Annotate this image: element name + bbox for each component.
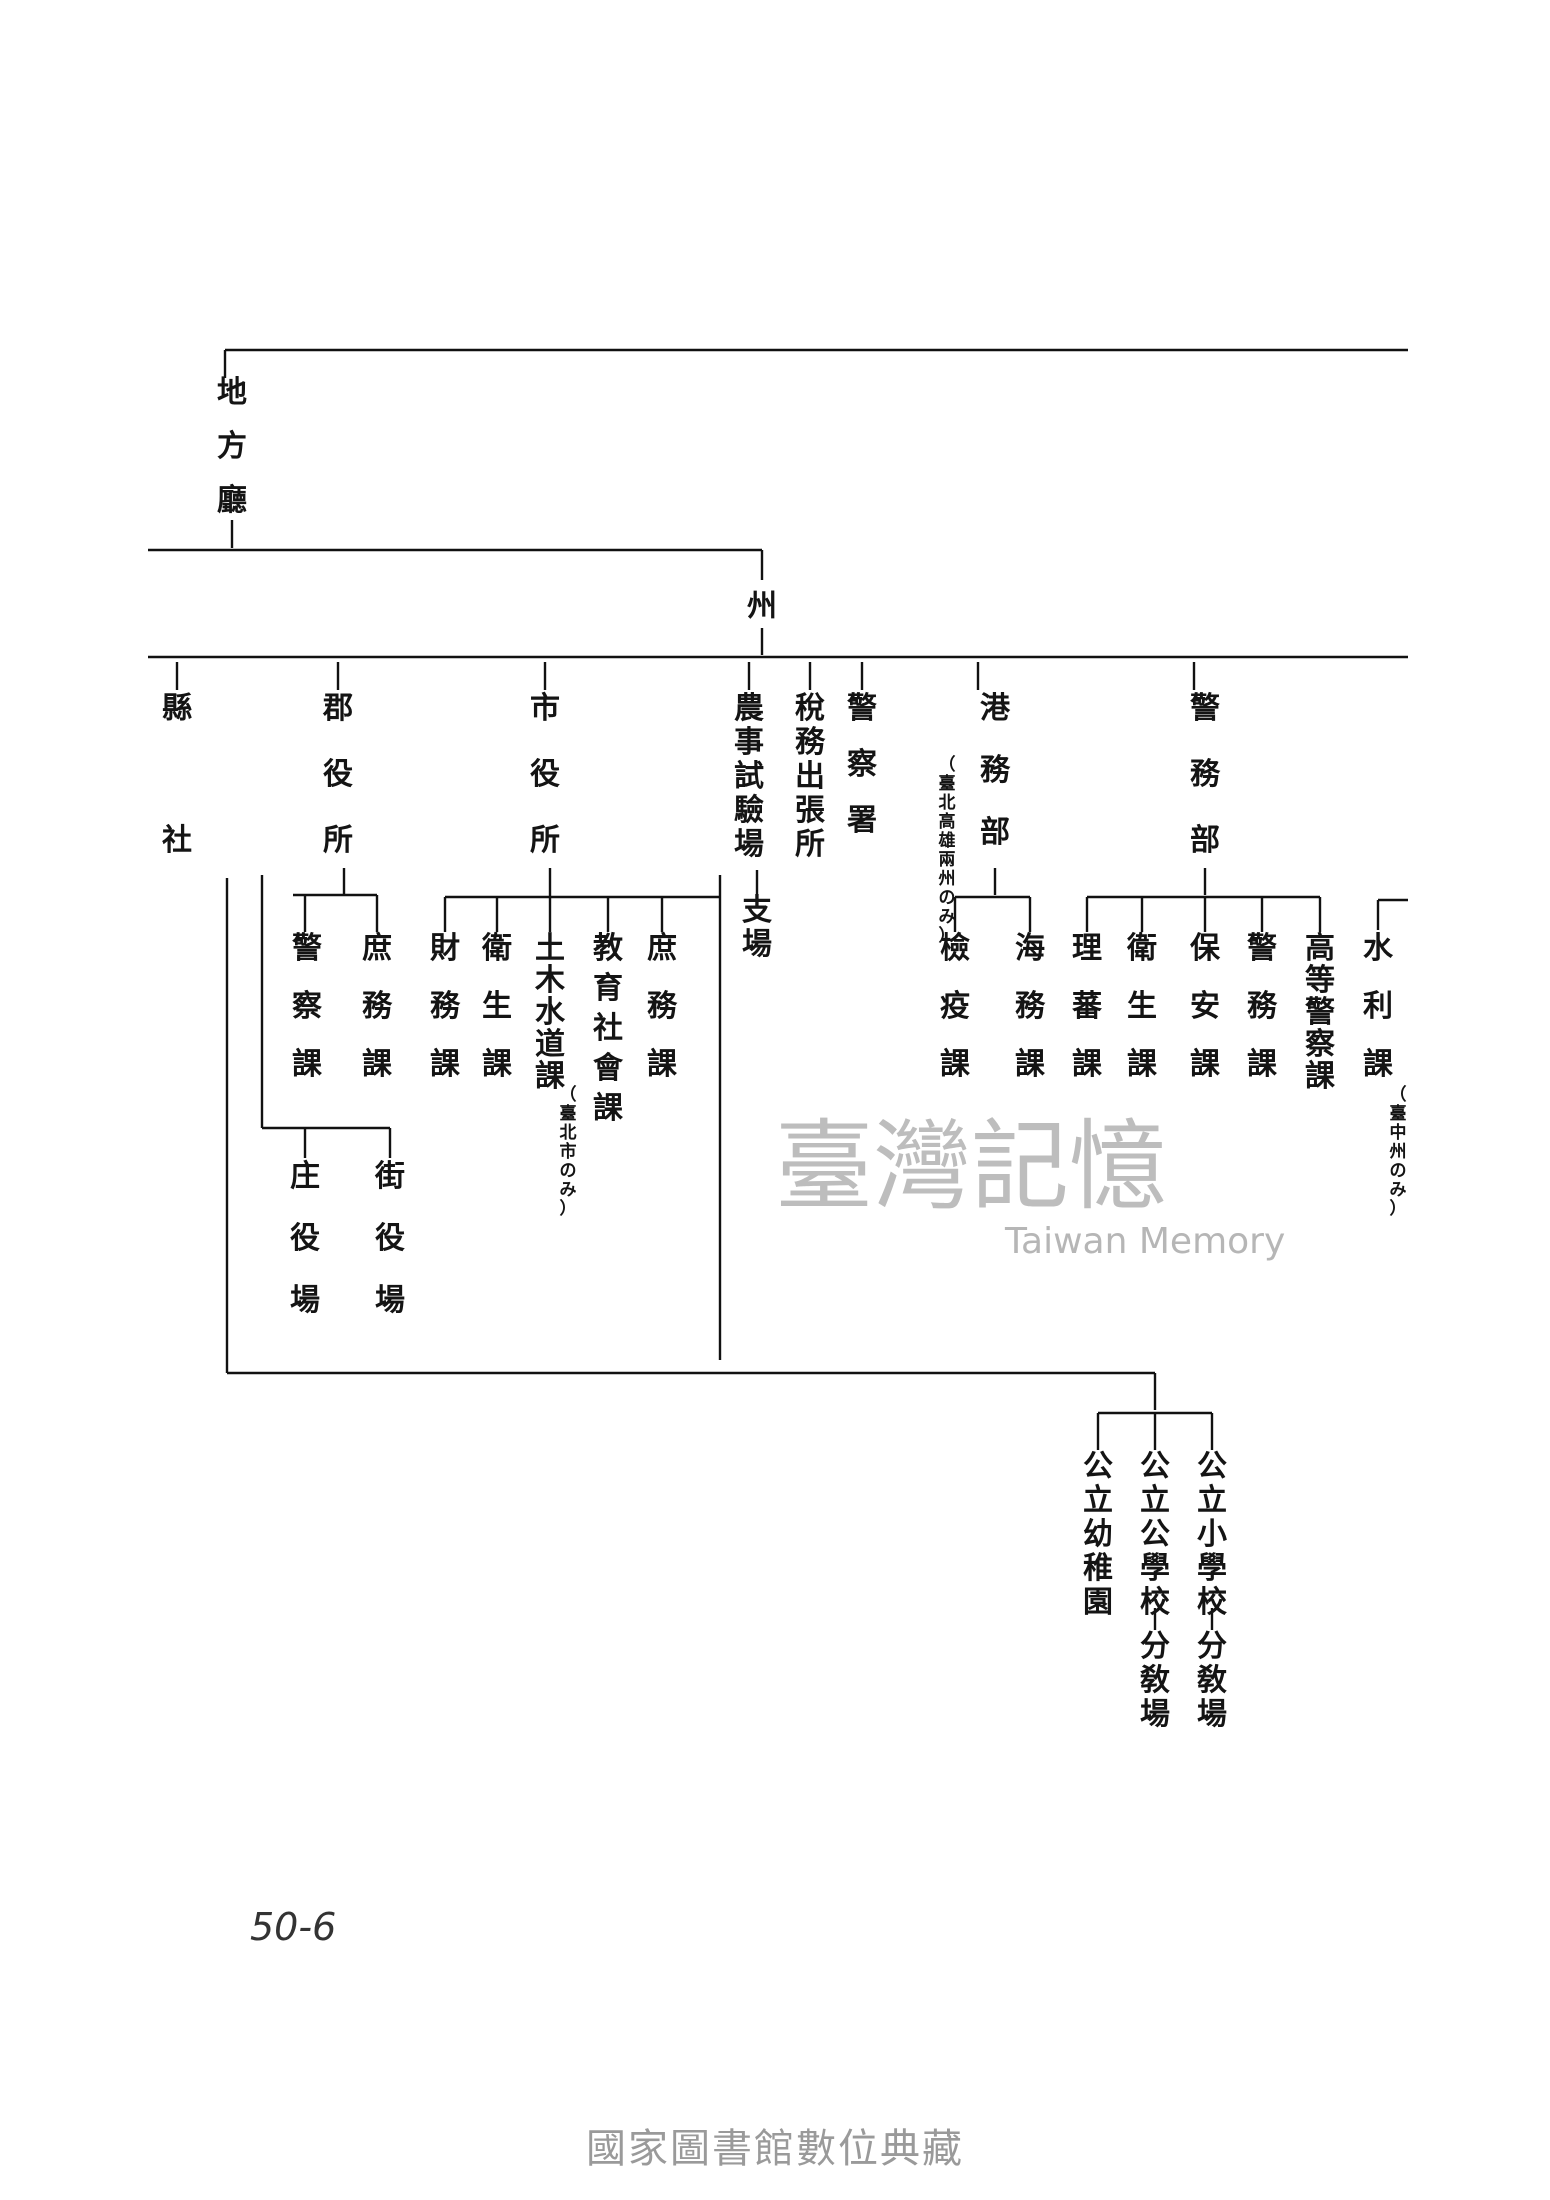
node-kogakko-bunkyo: 分敎場 — [1140, 1629, 1170, 1732]
node-kyoiku-ka: 教育社會課 — [593, 931, 624, 1126]
node-chiho-cho: 地方廳 — [217, 375, 247, 518]
node-koto-keisatsu-ka: 高等警察課 — [1305, 931, 1336, 1094]
connector-lines — [148, 348, 1408, 1630]
node-yochien: 公立幼稚園 — [1083, 1449, 1113, 1620]
node-kenneki-ka: 檢疫課 — [940, 931, 971, 1082]
node-shoyakuba: 庄役場 — [290, 1159, 320, 1318]
node-gun-shomu-ka: 庶務課 — [362, 931, 393, 1082]
node-zaimu-ka: 財務課 — [430, 931, 461, 1082]
node-doboku-ka: 土木水道課 — [534, 931, 566, 1094]
node-keimu-bu: 警務部 — [1190, 691, 1221, 858]
node-gun-keisatsu-ka: 警察課 — [292, 931, 323, 1082]
node-keimu-ka: 警務課 — [1247, 931, 1278, 1082]
node-shi-shomu-ka: 庶務課 — [647, 931, 678, 1082]
node-gun-yakusho: 郡役所 — [322, 691, 353, 858]
library-footer: 國家圖書館數位典藏 — [586, 2126, 964, 2172]
node-ken: 縣 — [162, 691, 192, 726]
watermark: 臺灣記憶 Taiwan Memory — [775, 1110, 1285, 1262]
node-shi-yakusho: 市役所 — [530, 691, 560, 858]
node-eisei-ka-shi: 衛生課 — [481, 931, 513, 1082]
node-suiri-ka: 水利課 — [1363, 931, 1394, 1082]
node-labels: 地方廳 州 縣 社 郡役所 市役所 農事試驗場 支場 稅務出張所 警察署 港務部… — [162, 375, 1407, 1732]
node-shijo: 支場 — [742, 893, 772, 962]
node-keisatsu-sho: 警察署 — [847, 691, 878, 838]
note-suiri: （臺中州のみ） — [1389, 1084, 1407, 1219]
node-hoan-ka: 保安課 — [1190, 931, 1221, 1082]
node-nogyo-shiken: 農事試驗場 — [734, 691, 764, 862]
node-riban-ka: 理蕃課 — [1072, 931, 1103, 1082]
watermark-chinese: 臺灣記憶 — [775, 1110, 1167, 1224]
node-zeimu-shucho: 稅務出張所 — [795, 691, 826, 862]
watermark-english: Taiwan Memory — [1004, 1221, 1285, 1262]
node-shu: 州 — [747, 589, 777, 624]
node-eisei-ka-keimu: 衛生課 — [1126, 931, 1158, 1082]
node-gaiyakuba: 街役場 — [374, 1159, 405, 1318]
note-doboku: （臺北市のみ） — [560, 1084, 577, 1219]
node-sha: 社 — [162, 823, 192, 858]
note-komu: （臺北高雄兩州のみ） — [938, 754, 956, 946]
handwritten-page-note: 50-6 — [250, 1905, 336, 1949]
node-shogakko: 公立小學校 — [1197, 1449, 1227, 1620]
node-shogakko-bunkyo: 分敎場 — [1197, 1629, 1227, 1732]
node-kaimu-ka: 海務課 — [1015, 931, 1046, 1082]
node-komu-bu: 港務部 — [980, 691, 1011, 850]
node-kogakko: 公立公學校 — [1140, 1449, 1170, 1620]
